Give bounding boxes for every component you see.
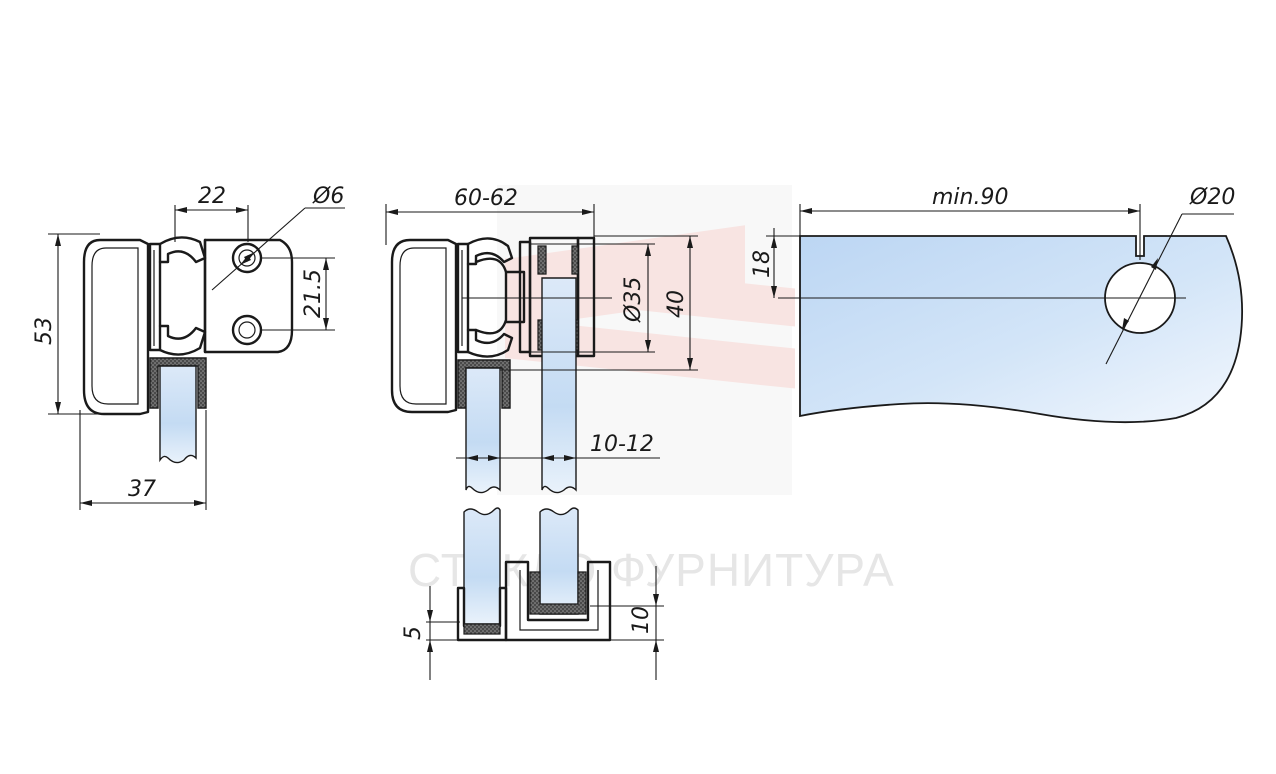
dim-mid-height: 40 — [664, 290, 689, 318]
mid-upper-hook — [466, 237, 514, 266]
dim-bottom-small: 5 — [401, 626, 426, 640]
dim-left-height: 53 — [32, 317, 57, 345]
mid-axle — [504, 270, 526, 324]
dim-mid-glass-thickness: 10-12 — [590, 432, 654, 457]
dim-left-width: 22 — [198, 184, 226, 209]
right-dimensions: min.90 18 Ø20 — [750, 185, 1235, 365]
left-seal — [149, 357, 207, 409]
mid-seal — [457, 359, 511, 409]
bottom-dimensions: 5 10 — [401, 566, 664, 680]
left-upper-hook — [158, 236, 207, 264]
mid-profile-inner — [399, 247, 447, 405]
dim-mid-disc-diameter: Ø35 — [621, 277, 646, 323]
mid-clamp-plate — [576, 236, 596, 358]
dim-left-depth: 37 — [128, 477, 156, 502]
mid-glass-pane-right — [541, 277, 577, 494]
bottom-view — [456, 507, 612, 642]
bottom-profile-small — [456, 586, 508, 642]
bottom-u-profile-inner — [519, 570, 599, 631]
mid-profile-body — [390, 238, 458, 414]
bottom-seal-small — [463, 623, 501, 635]
bottom-glass-right — [539, 507, 579, 615]
dim-right-hole-diameter: Ø20 — [1189, 185, 1235, 210]
left-profile-inner — [91, 247, 139, 405]
left-lower-hook — [158, 324, 207, 356]
bottom-glass-left — [463, 507, 501, 625]
mid-glass-pane-left — [465, 367, 501, 494]
mid-clamp-seal-top — [537, 245, 579, 275]
bottom-u-profile — [504, 560, 612, 642]
mid-hinge-body — [474, 257, 508, 335]
dim-mid-width: 60-62 — [454, 186, 518, 211]
left-dimensions: 22 Ø6 53 21.5 37 — [32, 184, 345, 510]
left-profile-body — [82, 238, 150, 416]
dim-right-cutout: 18 — [750, 250, 775, 278]
middle-dimensions: 60-62 Ø35 40 10-12 — [385, 186, 698, 461]
left-hole-top-inner — [238, 249, 256, 267]
mid-lower-hook — [466, 328, 514, 358]
left-hole-bottom-inner — [238, 321, 256, 339]
dim-left-hole-spacing: 21.5 — [301, 269, 326, 318]
left-hole-bottom — [231, 314, 263, 346]
right-glass-panel — [799, 235, 1244, 424]
dim-left-hole-diameter: Ø6 — [312, 184, 344, 209]
dim-right-min-length: min.90 — [932, 185, 1008, 210]
left-glass-pane — [159, 365, 197, 464]
left-stem — [148, 242, 162, 352]
right-view — [778, 235, 1244, 424]
left-view — [82, 236, 294, 464]
dim-bottom-profile: 10 — [629, 606, 654, 634]
bottom-seal-u — [529, 571, 587, 615]
left-hole-top — [231, 242, 263, 274]
middle-view — [390, 236, 596, 494]
